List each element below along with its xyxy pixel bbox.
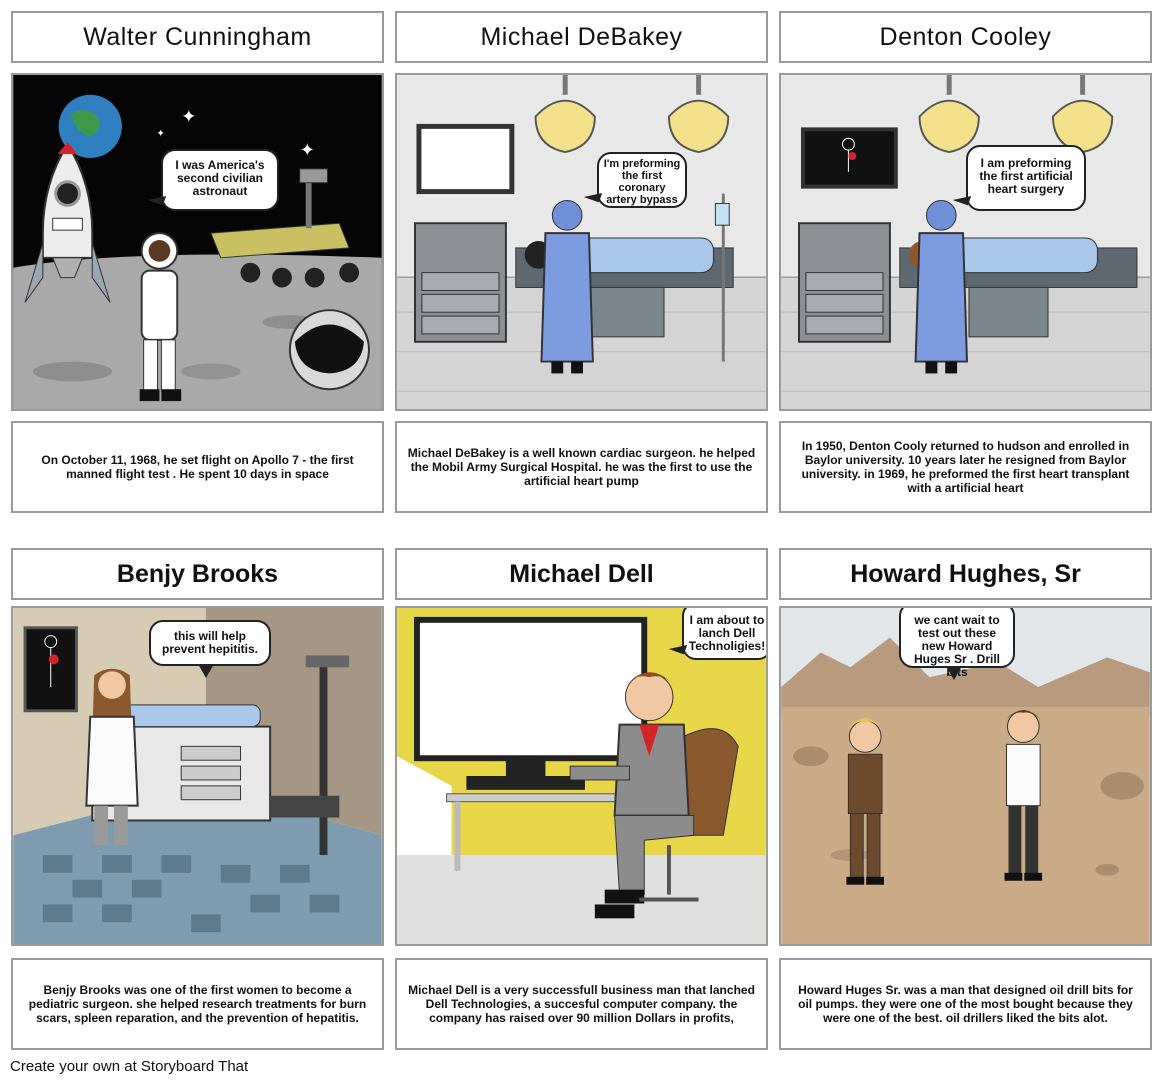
speech-bubble: I was America's second civilian astronau… [161,149,279,211]
speech-bubble: this will help prevent hepititis. [149,620,271,678]
panel-1-caption: On October 11, 1968, he set flight on Ap… [11,421,384,513]
svg-text:✦: ✦ [156,128,164,139]
office-illustration [397,608,766,944]
panel-6-caption: Howard Huges Sr. was a man that designed… [779,958,1152,1050]
panel-6-scene: we cant wait to test out these new Howar… [779,606,1152,946]
panel-2-caption: Michael DeBakey is a well known cardiac … [395,421,768,513]
panel-1-title: Walter Cunningham [11,11,384,63]
svg-text:✦: ✦ [300,140,315,160]
panel-3-scene: I am preforming the first artificial hea… [779,73,1152,411]
panel-4-title: Benjy Brooks [11,548,384,600]
panel-5-scene: I am about to lanch Dell Technoligies! [395,606,768,946]
moon-scene-illustration: ✦ ✦ ✦ [13,75,382,409]
panel-5-caption: Michael Dell is a very successfull busin… [395,958,768,1050]
panel-2-scene: I'm preforming the first coronary artery… [395,73,768,411]
panel-4-scene: this will help prevent hepititis. [11,606,384,946]
panel-2-title: Michael DeBakey [395,11,768,63]
panel-6-title: Howard Hughes, Sr [779,548,1152,600]
panel-3-title: Denton Cooley [779,11,1152,63]
panel-1-scene: ✦ ✦ ✦ I was America's second civilian as… [11,73,384,411]
panel-4-caption: Benjy Brooks was one of the first women … [11,958,384,1050]
operating-room-illustration [781,75,1150,409]
speech-bubble: I'm preforming the first coronary artery… [597,152,687,208]
speech-bubble: we cant wait to test out these new Howar… [899,608,1015,680]
panel-3-caption: In 1950, Denton Cooly returned to hudson… [779,421,1152,513]
panel-5-title: Michael Dell [395,548,768,600]
speech-bubble: I am about to lanch Dell Technoligies! [682,608,766,660]
speech-bubble: I am preforming the first artificial hea… [966,145,1086,211]
operating-room-illustration [397,75,766,409]
storyboard-that-link[interactable]: Create your own at Storyboard That [10,1058,249,1075]
svg-text:✦: ✦ [181,106,196,126]
desert-illustration [781,608,1150,944]
